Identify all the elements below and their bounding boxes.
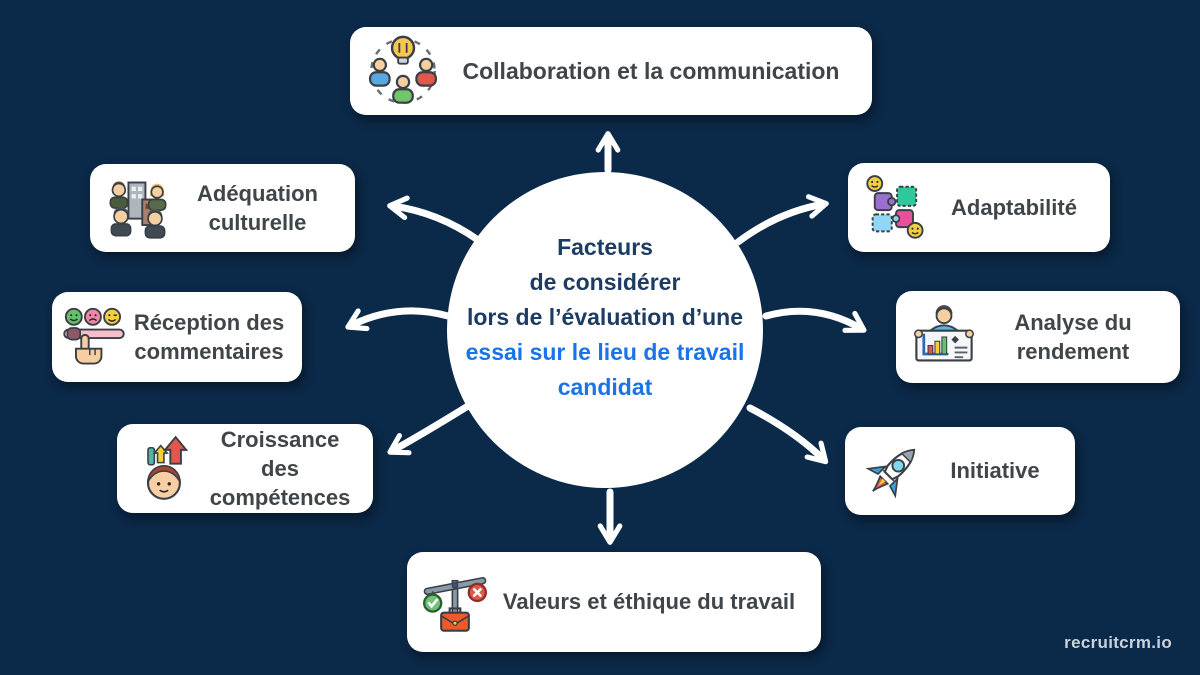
arrow-top-right (734, 194, 829, 246)
watermark-recruitcrm: recruitcrm.io (1064, 633, 1172, 652)
node-collaboration: Collaboration et la communication (350, 27, 872, 115)
initiative-rocket-icon (859, 437, 927, 505)
node-label: Collaboration et la communication (462, 57, 840, 84)
feedback-reception-icon (60, 303, 128, 371)
node-label: Adaptabilité (951, 194, 1077, 220)
center-line-2: de considérer (529, 269, 681, 295)
node-label: Croissance des compétences (209, 426, 351, 511)
arrow-right (762, 307, 867, 333)
collaboration-icon (364, 32, 442, 110)
arrow-top-left (387, 195, 482, 244)
node-label: Adéquation culturelle (197, 180, 318, 235)
arrow-left (345, 307, 452, 332)
node-cultural-fit: Adéquation culturelle (90, 164, 355, 252)
center-line-5: candidat (557, 374, 653, 400)
performance-analysis-icon (910, 303, 978, 371)
node-label: Initiative (950, 458, 1040, 484)
node-label: Analyse du rendement (1014, 309, 1132, 364)
center-circle: Facteurs de considérer lors de l’évaluat… (447, 172, 763, 488)
skills-growth-icon (131, 435, 199, 503)
node-performance-analysis: Analyse du rendement (896, 291, 1180, 383)
arrow-bottom-right (746, 404, 829, 465)
node-adaptability: Adaptabilité (848, 163, 1110, 252)
cultural-fit-icon (104, 174, 172, 242)
adaptability-icon (862, 174, 930, 242)
node-label: Valeurs et éthique du travail (502, 589, 796, 615)
center-line-1: Facteurs (557, 234, 653, 260)
center-line-4: essai sur le lieu de travail (465, 339, 745, 365)
arrow-bottom-left (387, 402, 472, 456)
node-feedback-reception: Réception des commentaires (52, 292, 302, 382)
node-work-ethics: Valeurs et éthique du travail (407, 552, 821, 652)
node-label: Réception des commentaires (133, 309, 285, 364)
node-skills-growth: Croissance des compétences (117, 424, 373, 513)
center-line-3: lors de l’évaluation d’une (466, 304, 744, 330)
node-initiative: Initiative (845, 427, 1075, 515)
work-values-scale-icon (421, 568, 489, 636)
